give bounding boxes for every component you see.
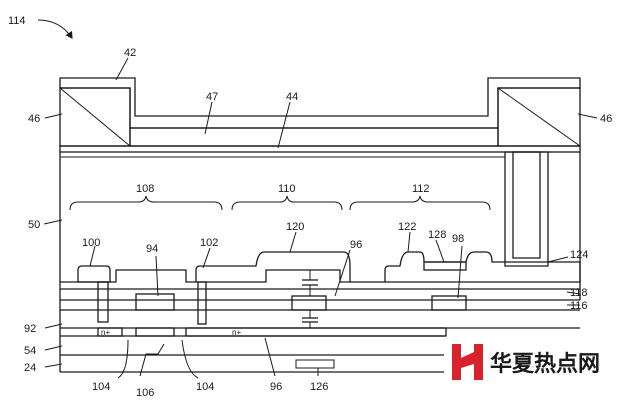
capacitor-96-icon [302, 310, 318, 328]
label-92: 92 [24, 323, 36, 335]
label-106: 106 [136, 387, 154, 399]
electrode-122-124 [384, 251, 581, 283]
label-104-right: 104 [196, 381, 214, 393]
label-44: 44 [286, 91, 298, 103]
ref-label-114: 114 [8, 15, 26, 27]
watermark-text: 华夏热点网 [490, 351, 600, 377]
channel-106 [135, 327, 175, 337]
nplus-label-right: n+ [232, 328, 241, 337]
post-124-inner [512, 151, 541, 259]
brace-112 [349, 195, 491, 211]
label-126: 126 [310, 381, 328, 393]
dotted-layer-44 [59, 145, 581, 153]
via-102 [197, 281, 207, 325]
label-50: 50 [28, 219, 40, 231]
cover-layer-42 [59, 77, 581, 129]
post-124-outer [504, 151, 549, 267]
label-100: 100 [82, 237, 100, 249]
label-102: 102 [200, 237, 218, 249]
label-112: 112 [412, 183, 430, 195]
ref-arrow-114 [37, 19, 73, 39]
brace-110 [231, 195, 343, 211]
label-96-upper: 96 [350, 239, 362, 251]
label-46-right: 46 [600, 113, 612, 125]
label-54: 54 [24, 345, 36, 357]
nplus-label-left: n+ [101, 328, 110, 337]
label-46-left: 46 [28, 113, 40, 125]
spacer-diagonal-right [497, 87, 581, 147]
label-110: 110 [278, 183, 296, 195]
red-h-logo-icon [452, 344, 483, 380]
label-124: 124 [570, 249, 588, 261]
label-118: 118 [570, 287, 588, 299]
electrode-100 [77, 265, 111, 283]
label-94: 94 [146, 243, 158, 255]
label-96-lower: 96 [270, 381, 282, 393]
label-116: 116 [570, 300, 588, 312]
gate-96-upper [291, 295, 327, 311]
label-122: 122 [398, 221, 416, 233]
label-24: 24 [24, 362, 36, 374]
label-42: 42 [124, 47, 136, 59]
gate-98 [431, 295, 467, 311]
electrode-128 [423, 261, 467, 271]
spacer-diagonal-left [59, 87, 131, 147]
label-108: 108 [136, 183, 154, 195]
brace-108 [69, 195, 223, 211]
electrode-102-120 [195, 251, 351, 283]
label-104-left: 104 [92, 381, 110, 393]
label-120: 120 [286, 221, 304, 233]
semiconductor-96 [185, 327, 447, 337]
via-100 [97, 281, 109, 323]
capacitor-120-icon [302, 270, 318, 296]
watermark: 华夏热点网 [444, 338, 632, 384]
gate-94 [135, 293, 175, 311]
recess-fill-47 [129, 127, 499, 147]
label-47: 47 [206, 91, 218, 103]
layer-118-contour [60, 269, 385, 283]
leader-lines [43, 57, 598, 379]
label-128: 128 [428, 229, 446, 241]
label-98: 98 [452, 233, 464, 245]
